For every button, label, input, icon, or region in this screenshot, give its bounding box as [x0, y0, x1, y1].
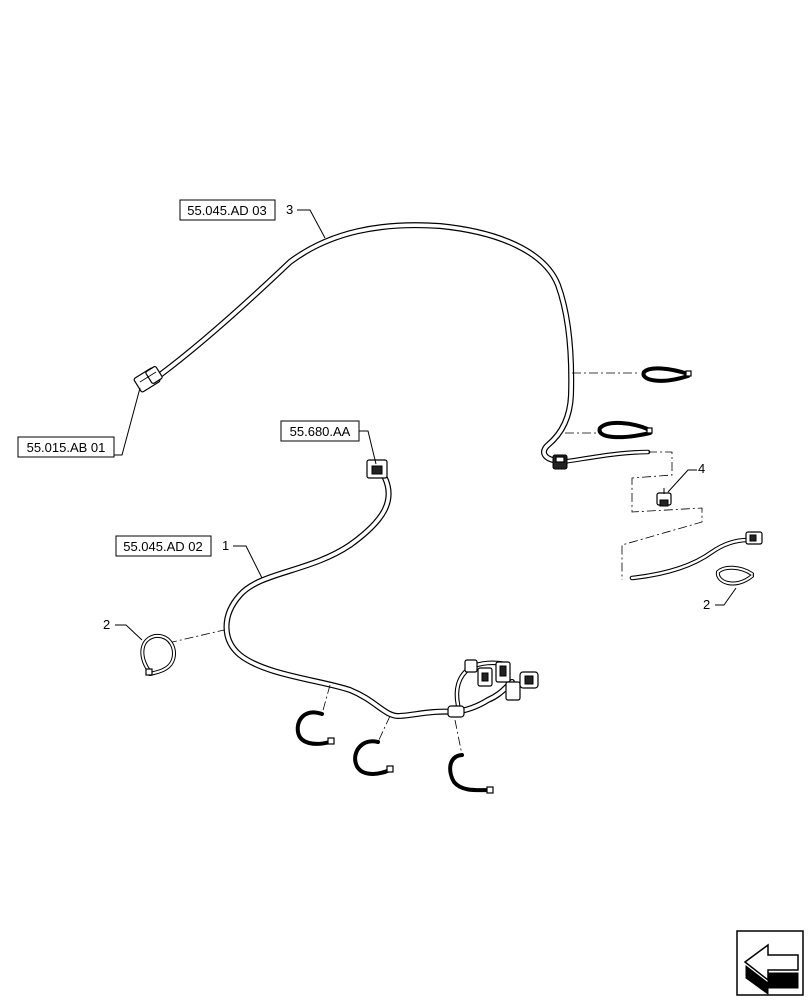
- wire-harness-upper: [133, 222, 651, 470]
- svg-text:3: 3: [286, 202, 293, 217]
- svg-text:55.045.AD 03: 55.045.AD 03: [187, 203, 267, 218]
- clip-part-4: [621, 451, 703, 580]
- clip-icon: [656, 488, 672, 507]
- harness-connector-top: [366, 459, 388, 479]
- harness-junction-block: [552, 454, 568, 470]
- reference-55-015-ab-01[interactable]: 55.015.AB 01: [17, 436, 115, 458]
- pigtail-connector: [745, 531, 763, 545]
- svg-text:2: 2: [103, 617, 110, 632]
- svg-text:1: 1: [222, 538, 229, 553]
- cable-tie-lower-2: [353, 739, 394, 776]
- callout-2-right: 2: [703, 587, 737, 612]
- callout-2-left: 2: [103, 617, 143, 641]
- svg-text:2: 2: [703, 597, 710, 612]
- svg-text:55.045.AD 02: 55.045.AD 02: [123, 539, 203, 554]
- cable-tie-lower-3: [448, 753, 494, 794]
- harness-sleeve: [447, 705, 465, 718]
- cable-tie-lower-1: [295, 710, 335, 746]
- previous-page-arrow-icon[interactable]: [736, 930, 804, 996]
- wire-harness-main: [223, 459, 539, 719]
- reference-55-045-ad-03[interactable]: 55.045.AD 03: [179, 199, 276, 221]
- svg-text:55.015.AB 01: 55.015.AB 01: [27, 440, 106, 455]
- cable-tie-upper-2: [597, 421, 653, 440]
- svg-text:55.680.AA: 55.680.AA: [290, 424, 351, 439]
- callout-1: 1: [222, 538, 263, 579]
- cable-tie-left: [140, 633, 176, 676]
- callout-4: 4: [667, 461, 705, 493]
- harness-connector-cluster: [464, 659, 539, 701]
- wire-pigtail-right: [629, 531, 763, 581]
- cable-tie-upper-1: [641, 366, 692, 383]
- cable-tie-right: [715, 565, 754, 586]
- reference-leaders: [114, 387, 377, 465]
- reference-55-045-ad-02[interactable]: 55.045.AD 02: [115, 535, 212, 557]
- reference-55-680-aa[interactable]: 55.680.AA: [280, 420, 360, 442]
- callout-3: 3: [286, 202, 326, 239]
- phantom-lines-lower: [167, 629, 463, 756]
- harness-connector-left: [133, 366, 163, 393]
- phantom-lines-upper: [565, 372, 640, 434]
- svg-text:4: 4: [698, 461, 705, 476]
